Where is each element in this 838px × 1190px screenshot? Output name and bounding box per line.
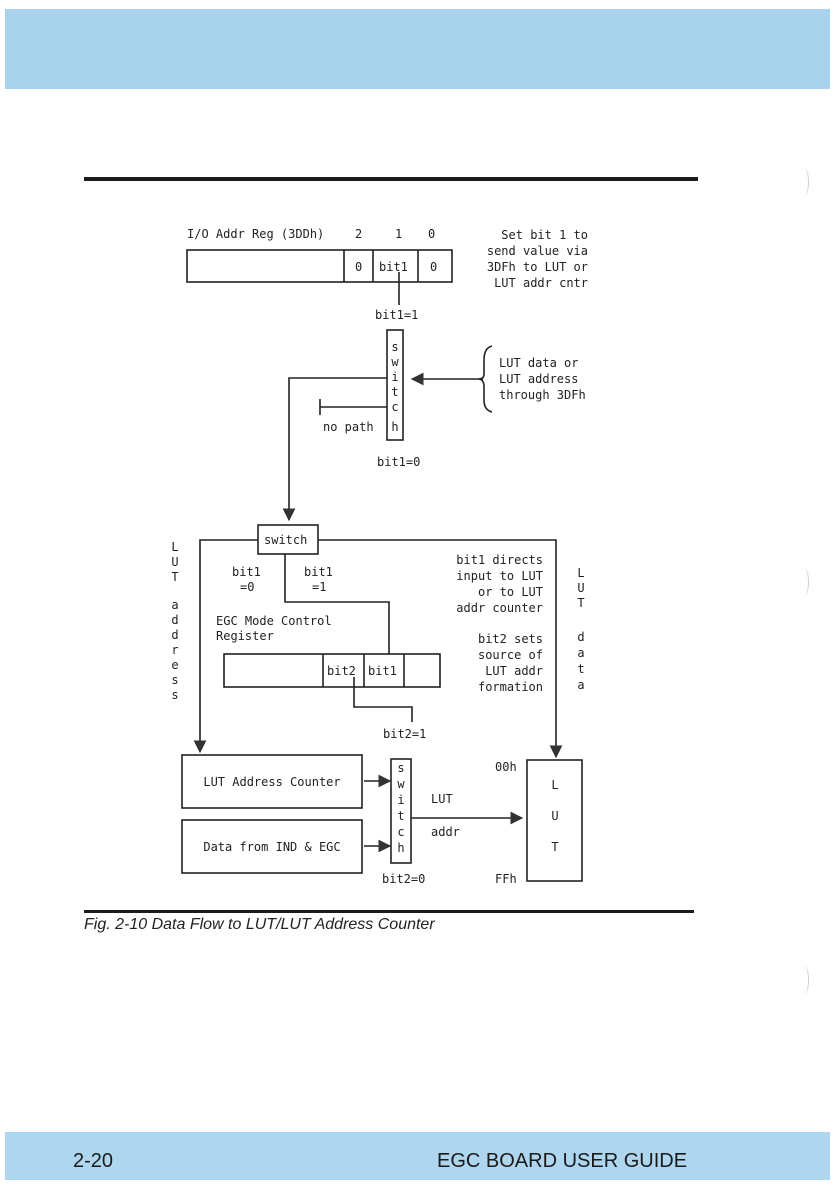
side-label-right-letter: L <box>577 566 584 580</box>
switch-2-right-label: bit1 <box>304 565 333 579</box>
mode-register <box>223 653 441 688</box>
bottom-rule <box>84 910 694 913</box>
switch-3-letter: c <box>397 825 404 839</box>
switch-1-letter: i <box>391 370 398 384</box>
lut-letter: T <box>551 840 558 854</box>
switch-3-letter: h <box>397 841 404 855</box>
data-from-ind-egc-label: Data from IND & EGC <box>203 840 340 854</box>
top-rule <box>84 177 698 181</box>
lut-address-counter-label: LUT Address Counter <box>203 775 340 789</box>
side-label-right-letter: T <box>577 596 584 610</box>
side-label-right-letter: a <box>577 646 584 660</box>
bit-number-2: 2 <box>355 227 362 241</box>
side-label-left-letter: e <box>171 658 178 672</box>
io-cell-bit2: 0 <box>355 260 362 274</box>
side-label-right-letter: U <box>577 581 584 595</box>
side-label-left-letter: d <box>171 628 178 642</box>
data-from-ind-egc-box <box>181 819 363 874</box>
footer-band <box>5 1132 830 1180</box>
mode-cell-bit2: bit2 <box>327 664 356 678</box>
lut-addr-label: addr <box>431 825 460 839</box>
margin-mark <box>800 168 809 196</box>
side-label-left-letter: s <box>171 688 178 702</box>
note-bit2-line: source of <box>478 648 543 662</box>
io-cell-bit1: bit1 <box>379 260 408 274</box>
lut-box <box>526 759 583 882</box>
switch-3-letter: s <box>397 761 404 775</box>
note-bit1-line: or to LUT <box>478 585 543 599</box>
margin-mark <box>800 568 809 596</box>
side-label-left-letter: a <box>171 598 178 612</box>
mode-register-label: Register <box>216 629 274 643</box>
switch-3-letter: i <box>397 793 404 807</box>
io-cell-bit0: 0 <box>430 260 437 274</box>
side-label-left-letter: T <box>171 570 178 584</box>
lut-letter: U <box>551 809 558 823</box>
bit-number-1: 1 <box>395 227 402 241</box>
bit1-eq-1-label: bit1=1 <box>375 308 418 322</box>
switch-1-letter: w <box>391 355 399 369</box>
side-label-right-letter: t <box>577 662 584 676</box>
bit2-eq-0-label: bit2=0 <box>382 872 425 886</box>
switch-3-letter: t <box>397 809 404 823</box>
side-label-left-letter: L <box>171 540 178 554</box>
io-register-label: I/O Addr Reg (3DDh) <box>187 227 324 241</box>
switch-3-letter: w <box>397 777 405 791</box>
input-note-line: through 3DFh <box>499 388 586 402</box>
bit-number-0: 0 <box>428 227 435 241</box>
switch-2-label: switch <box>264 533 307 547</box>
side-label-left-letter: r <box>171 643 178 657</box>
lut-bottom-address: FFh <box>495 872 517 886</box>
switch-2-left-label: =0 <box>240 580 254 594</box>
note-set-bit-line: Set bit 1 to <box>501 228 588 242</box>
switch-1 <box>386 329 404 441</box>
input-note-line: LUT address <box>499 372 578 386</box>
header-band <box>5 9 830 89</box>
side-label-left-letter: d <box>171 613 178 627</box>
switch-3 <box>390 758 412 864</box>
note-bit2-line: LUT addr <box>485 664 543 678</box>
note-bit2-line: formation <box>478 680 543 694</box>
note-bit1-line: addr counter <box>456 601 543 615</box>
side-label-right-letter: d <box>577 630 584 644</box>
side-label-left-letter: s <box>171 673 178 687</box>
lut-address-counter-box <box>181 754 363 809</box>
switch-2-right-label: =1 <box>312 580 326 594</box>
mode-register-label: EGC Mode Control <box>216 614 332 628</box>
brace <box>478 345 493 413</box>
io-register <box>186 249 453 283</box>
lut-letter: L <box>551 778 558 792</box>
switch-1-letter: s <box>391 340 398 354</box>
bit1-eq-0-label: bit1=0 <box>377 455 420 469</box>
note-bit1-line: bit1 directs <box>456 553 543 567</box>
note-bit2-line: bit2 sets <box>478 632 543 646</box>
switch-1-letter: c <box>391 400 398 414</box>
note-set-bit-line: LUT addr cntr <box>494 276 588 290</box>
lut-top-address: 00h <box>495 760 517 774</box>
side-label-right-letter: a <box>577 678 584 692</box>
lut-addr-label: LUT <box>431 792 453 806</box>
page-number: 2-20 <box>73 1150 114 1172</box>
switch-2-left-label: bit1 <box>232 565 261 579</box>
note-set-bit-line: send value via <box>487 244 588 258</box>
note-set-bit-line: 3DFh to LUT or <box>487 260 588 274</box>
input-note-line: LUT data or <box>499 356 578 370</box>
margin-mark <box>800 966 809 994</box>
note-bit1-line: input to LUT <box>456 569 543 583</box>
mode-cell-bit1: bit1 <box>368 664 397 678</box>
bit2-eq-1-label: bit2=1 <box>383 727 426 741</box>
no-path-label: no path <box>323 420 374 434</box>
footer-title: EGC BOARD USER GUIDE <box>437 1150 688 1172</box>
figure-caption: Fig. 2-10 Data Flow to LUT/LUT Address C… <box>84 916 435 933</box>
side-label-left-letter: U <box>171 555 178 569</box>
switch-1-letter: h <box>391 420 398 434</box>
switch-1-letter: t <box>391 385 398 399</box>
